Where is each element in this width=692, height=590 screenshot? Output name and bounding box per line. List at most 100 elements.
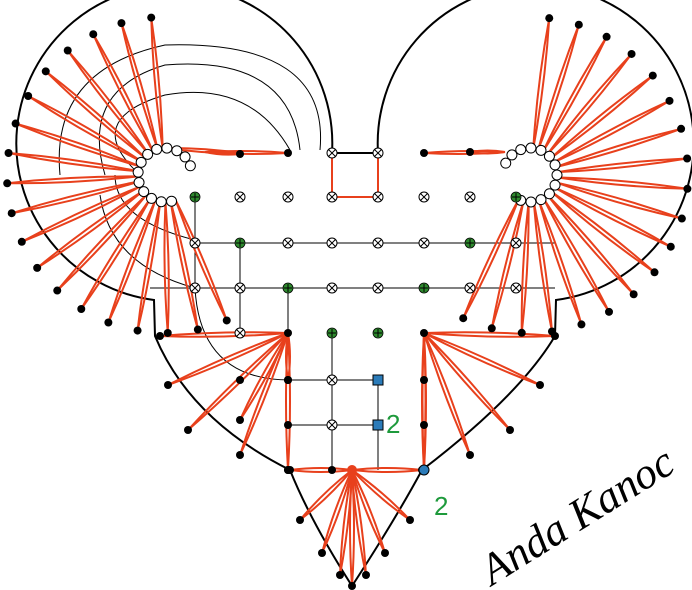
grid-pin-cross bbox=[236, 193, 244, 201]
pin-dot bbox=[545, 14, 554, 23]
pin-dot bbox=[147, 13, 156, 22]
thread-line bbox=[351, 469, 367, 576]
thread-line bbox=[423, 332, 541, 386]
thread-lines bbox=[7, 17, 688, 587]
thread-line bbox=[556, 157, 688, 174]
thread-line bbox=[15, 122, 140, 168]
thread-line bbox=[167, 332, 289, 386]
pin-dot bbox=[683, 184, 692, 193]
ring-hole bbox=[166, 195, 178, 207]
thread-line bbox=[7, 175, 139, 185]
ring-hole bbox=[500, 157, 512, 169]
thread-line bbox=[36, 190, 144, 269]
pin-dot bbox=[24, 92, 33, 100]
blue-pin bbox=[418, 464, 430, 476]
ring-hole bbox=[551, 169, 563, 181]
thread-line bbox=[120, 22, 159, 150]
grid-pin-cross bbox=[328, 149, 336, 157]
thread-line bbox=[36, 190, 144, 269]
thread-line bbox=[532, 18, 551, 149]
thread-line bbox=[351, 469, 423, 473]
ring-hole bbox=[543, 188, 555, 200]
thread-line bbox=[546, 53, 633, 156]
thread-line bbox=[546, 194, 635, 295]
thread-line bbox=[423, 332, 511, 431]
pin-dot bbox=[466, 148, 474, 156]
guide-line bbox=[99, 194, 196, 289]
pin-dot bbox=[420, 149, 428, 157]
thread-line bbox=[174, 199, 228, 321]
thread-line bbox=[159, 331, 289, 337]
thread-line bbox=[174, 199, 228, 321]
thread-line bbox=[150, 17, 164, 149]
grid-pin-cross bbox=[374, 149, 382, 157]
thread-line bbox=[107, 199, 157, 323]
pin-dot bbox=[420, 376, 428, 384]
thread-line bbox=[556, 176, 688, 190]
thread-line bbox=[239, 332, 289, 421]
pin-dot bbox=[104, 318, 113, 327]
pin-dot bbox=[362, 571, 370, 579]
thread-line bbox=[469, 151, 506, 155]
grid-pin-cross bbox=[284, 193, 292, 201]
pin-dot bbox=[284, 149, 292, 157]
thread-line bbox=[167, 332, 289, 386]
thread-line bbox=[462, 198, 520, 319]
thread-line bbox=[423, 332, 471, 456]
thread-line bbox=[169, 201, 199, 330]
pin-dot bbox=[4, 149, 13, 158]
pin-dot bbox=[3, 179, 12, 188]
pin-dot bbox=[193, 325, 202, 334]
pin-dot bbox=[420, 421, 428, 429]
grid-pin-cross bbox=[420, 239, 428, 247]
thread-line bbox=[520, 201, 530, 333]
thread-line bbox=[490, 200, 525, 329]
thread-line bbox=[21, 185, 142, 243]
pin-dot bbox=[506, 426, 514, 434]
thread-line bbox=[351, 467, 423, 471]
pin-dot bbox=[487, 324, 496, 333]
thread-line bbox=[56, 194, 148, 292]
thread-line bbox=[490, 201, 525, 329]
thread-line bbox=[299, 469, 353, 521]
thread-line bbox=[7, 175, 139, 185]
thread-line bbox=[289, 469, 353, 473]
guide-line bbox=[331, 333, 379, 470]
thread-line bbox=[80, 197, 152, 310]
grid-pin-cross bbox=[328, 239, 336, 247]
guide-line bbox=[114, 91, 291, 176]
thread-line bbox=[92, 33, 154, 152]
grid-pin-cross bbox=[284, 239, 292, 247]
signature: Anda Kanoc bbox=[469, 437, 683, 590]
pin-dot bbox=[53, 286, 62, 295]
thread-line bbox=[15, 122, 140, 168]
thread-line bbox=[550, 190, 656, 274]
thread-line bbox=[537, 24, 580, 150]
grid-pin-cross bbox=[328, 193, 336, 201]
pin-dot bbox=[536, 381, 544, 389]
thread-line bbox=[289, 467, 353, 471]
thread-line bbox=[537, 200, 583, 325]
thread-line bbox=[239, 332, 289, 456]
thread-line bbox=[66, 49, 150, 155]
pin-dot bbox=[517, 328, 526, 337]
pin-dot bbox=[648, 71, 657, 80]
thread-line bbox=[553, 186, 672, 248]
thread-line bbox=[542, 197, 610, 313]
thread-line bbox=[550, 190, 656, 274]
pin-dot bbox=[63, 46, 72, 55]
thread-line bbox=[542, 197, 610, 313]
thread-line bbox=[159, 332, 289, 338]
ring-hole bbox=[179, 151, 191, 163]
ring-hole bbox=[133, 176, 145, 188]
pin-dot bbox=[284, 329, 292, 337]
pin-dot bbox=[77, 304, 86, 313]
thread-line bbox=[150, 17, 164, 149]
thread-line bbox=[537, 200, 583, 325]
thread-line bbox=[351, 469, 386, 554]
pin-dot bbox=[574, 20, 583, 29]
ring-hole bbox=[543, 150, 555, 162]
thread-line bbox=[423, 332, 541, 386]
ring-hole bbox=[515, 144, 527, 156]
thread-line bbox=[532, 201, 553, 332]
